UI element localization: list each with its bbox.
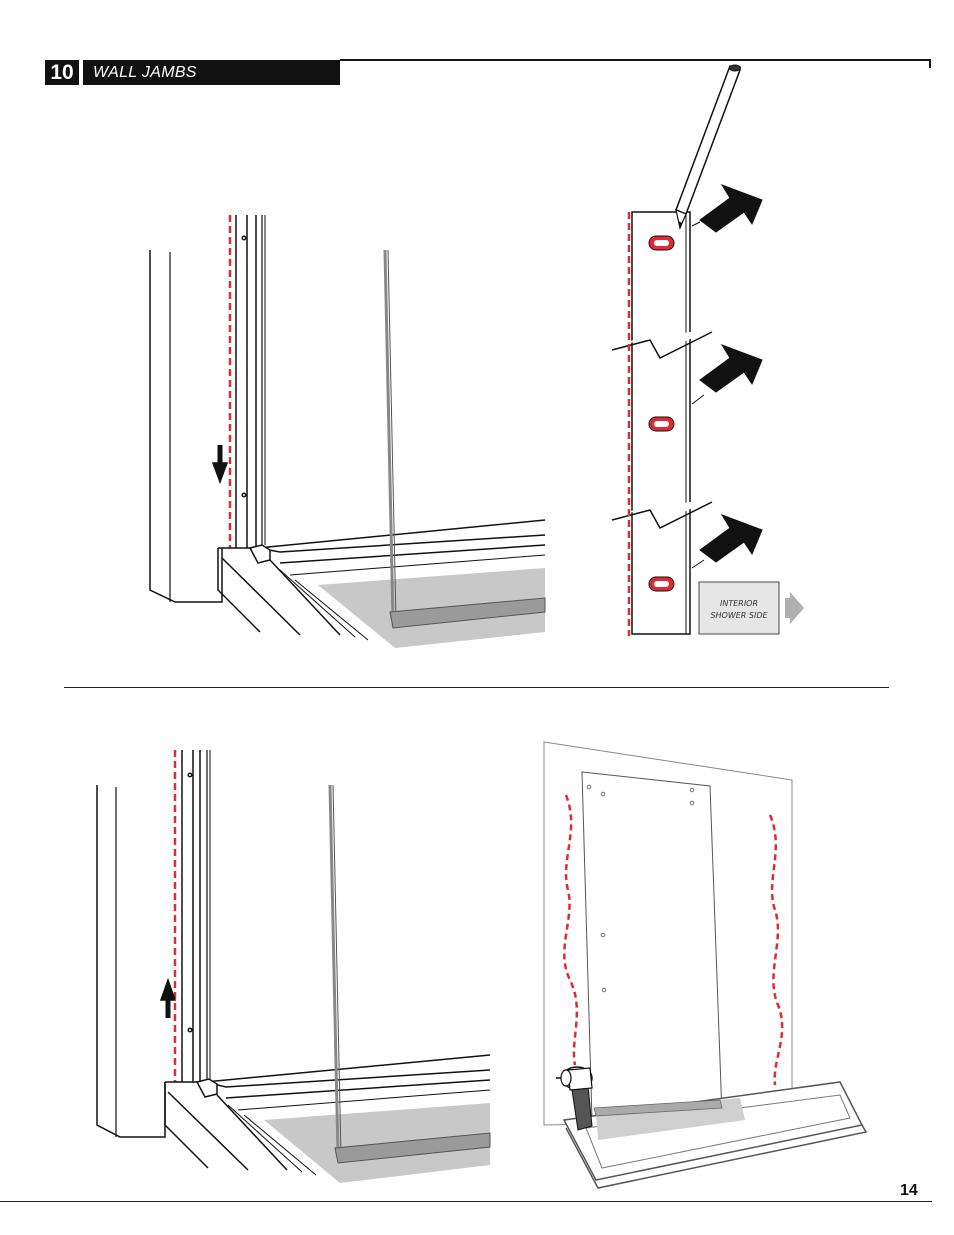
interior-label-box <box>699 582 779 634</box>
footer-rule <box>0 1201 932 1202</box>
page-number: 14 <box>900 1182 918 1200</box>
section-divider <box>64 687 889 688</box>
interior-label-line1: INTERIOR <box>720 599 758 608</box>
figure-top-left <box>150 215 545 648</box>
figure-top-right: INTERIOR SHOWER SIDE <box>612 65 804 636</box>
interior-label-line2: SHOWER SIDE <box>710 611 768 620</box>
pointer-arrow-icon <box>692 345 762 404</box>
figure-bottom-left <box>97 750 490 1183</box>
pointer-arrow-icon <box>692 185 762 232</box>
interior-direction-arrow <box>785 592 804 624</box>
figure-bottom-right <box>544 742 866 1188</box>
pointer-arrow-icon <box>692 515 762 568</box>
